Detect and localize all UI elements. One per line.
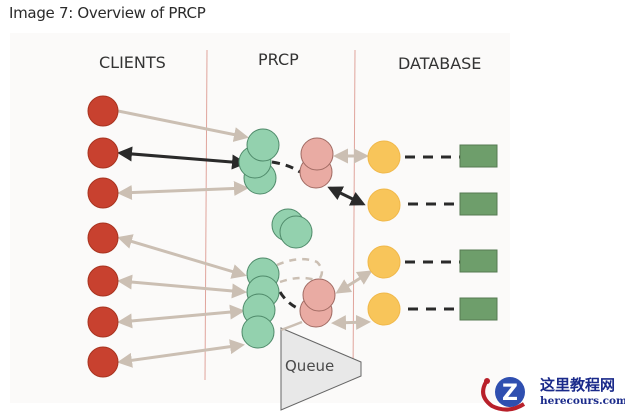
client-node — [87, 346, 119, 378]
prcp-link-dark — [271, 160, 301, 174]
db-links — [405, 155, 460, 311]
divider-clients-prcp — [204, 49, 208, 381]
queue-label: Queue — [285, 357, 334, 375]
client-arrows — [117, 109, 249, 368]
column-label-prcp: PRCP — [258, 50, 299, 69]
divider-prcp-database — [352, 49, 356, 381]
pool-node — [302, 278, 336, 312]
watermark-chinese: 这里教程网 — [540, 376, 616, 394]
client-node — [87, 95, 119, 127]
db-process — [367, 245, 401, 279]
client-arrow — [117, 304, 245, 329]
clients — [87, 95, 119, 378]
db-server — [459, 297, 498, 321]
db-process — [367, 292, 401, 326]
active-client-arrow — [117, 146, 247, 170]
db-process — [367, 188, 401, 222]
pool-node — [300, 137, 334, 171]
db-arrow — [335, 270, 373, 294]
prcp-link-dark — [278, 291, 303, 312]
queue-shape — [280, 327, 362, 411]
prcp-connection — [246, 128, 280, 162]
client-arrow — [117, 180, 249, 201]
db-processes — [367, 140, 401, 326]
client-arrow — [117, 109, 249, 142]
figure-caption: Image 7: Overview of PRCP — [9, 4, 206, 22]
db-server — [459, 144, 498, 168]
db-arrow — [331, 314, 371, 331]
watermark-logo: Z 这里教程网 herecours.com — [478, 368, 625, 415]
prcp-link-light — [279, 276, 316, 284]
prcp-pool — [299, 137, 336, 328]
client-arrow — [117, 339, 245, 368]
client-arrow — [117, 234, 247, 279]
client-arrow — [117, 274, 247, 299]
client-node — [87, 222, 119, 254]
prcp-connections — [238, 128, 313, 349]
db-server — [459, 249, 498, 273]
prcp-link-light — [276, 257, 324, 279]
active-db-arrow — [327, 186, 366, 206]
client-node — [87, 265, 119, 297]
db-servers — [459, 144, 498, 321]
svg-text:Z: Z — [502, 381, 518, 406]
client-node — [87, 306, 119, 338]
db-process — [367, 140, 401, 174]
logo-icon: Z — [481, 377, 526, 412]
watermark-domain: herecours.com — [540, 395, 625, 407]
column-label-database: DATABASE — [398, 54, 481, 73]
db-arrows — [331, 148, 373, 331]
prcp-link-light — [280, 320, 303, 332]
prcp-connection — [241, 315, 275, 349]
client-node — [87, 137, 119, 169]
prcp-connection — [279, 215, 313, 249]
db-server — [459, 192, 498, 216]
queue: Queue — [280, 327, 362, 411]
column-label-clients: CLIENTS — [99, 53, 166, 72]
client-node — [87, 177, 119, 209]
